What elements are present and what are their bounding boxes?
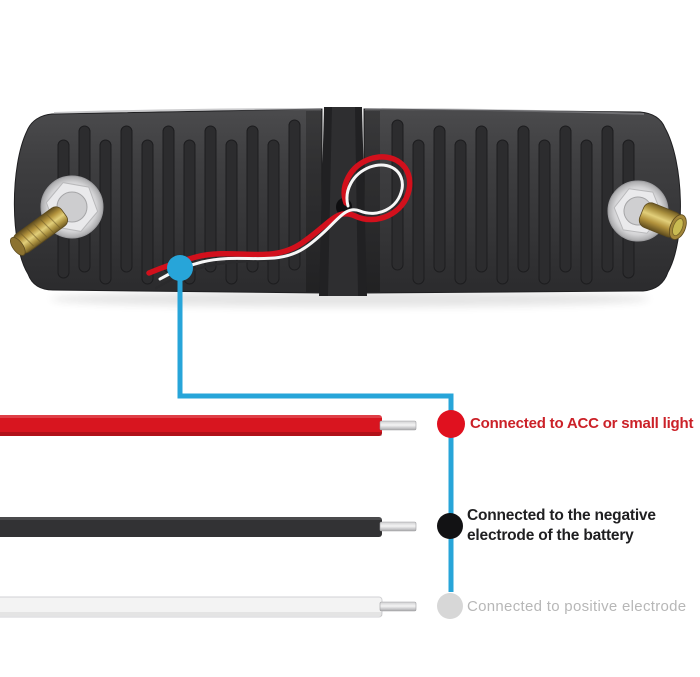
label-negative-line-1: Connected to the negative xyxy=(467,507,656,524)
left-bolt-tip xyxy=(10,236,26,256)
left-inner-shade xyxy=(306,111,322,292)
rib xyxy=(141,139,154,285)
rib xyxy=(538,139,551,285)
coil-strand-white xyxy=(158,163,404,281)
rib xyxy=(162,125,175,273)
red-wire-body xyxy=(0,415,382,436)
rib xyxy=(454,139,467,285)
rib xyxy=(267,139,280,285)
callout-dot xyxy=(167,255,193,281)
label-negative-connection: Connected to the negative electrode of t… xyxy=(467,506,656,546)
rib xyxy=(246,125,259,273)
right-inner-shade xyxy=(364,111,380,292)
right-bolt-tip-face xyxy=(672,218,684,237)
red-wire-shade xyxy=(0,432,382,436)
product-shadow xyxy=(50,291,650,307)
rib xyxy=(559,125,572,273)
rib xyxy=(433,125,446,273)
white-wire-shade xyxy=(0,612,382,616)
negative-connection-dot xyxy=(437,513,463,539)
black-wire-body xyxy=(0,517,382,537)
callout xyxy=(167,255,454,592)
label-positive-connection: Connected to positive electrode xyxy=(467,598,687,615)
top-bevel-highlight xyxy=(53,108,645,115)
label-acc-connection: Connected to ACC or small light xyxy=(470,415,694,432)
white-wire-stripped-tip xyxy=(379,601,417,612)
callout-line xyxy=(177,268,454,592)
rib xyxy=(120,125,133,273)
rib xyxy=(225,139,238,285)
rib xyxy=(496,139,509,285)
black-wire xyxy=(0,517,417,537)
acc-connection-dot xyxy=(437,410,465,438)
red-wire-highlight xyxy=(0,415,382,418)
rib xyxy=(412,139,425,285)
coil-strand-red xyxy=(146,154,413,276)
black-wire-highlight xyxy=(0,517,382,520)
rib xyxy=(517,125,530,273)
label-negative-line-2: electrode of the battery xyxy=(467,527,634,544)
positive-connection-dot xyxy=(437,593,463,619)
red-wire xyxy=(0,415,417,436)
white-wire xyxy=(0,596,417,618)
rib xyxy=(183,139,196,285)
rib xyxy=(204,125,217,273)
black-wire-stripped-tip xyxy=(379,521,417,532)
rib xyxy=(475,125,488,273)
left-mounting-bolt xyxy=(10,175,104,256)
left-bolt-threads xyxy=(20,213,61,247)
red-wire-stripped-tip xyxy=(379,420,417,431)
rib xyxy=(288,119,301,271)
right-mounting-bolt xyxy=(607,180,687,242)
rib xyxy=(580,139,593,285)
